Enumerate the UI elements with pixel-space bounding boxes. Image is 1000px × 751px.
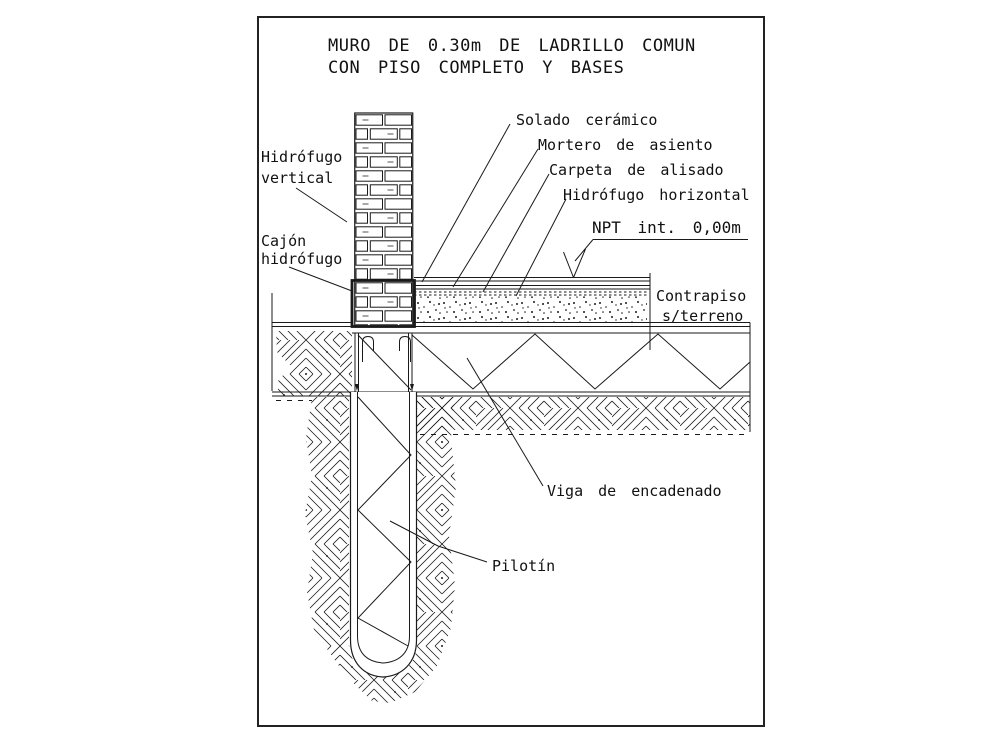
label-contrapiso-line1: Contrapiso <box>656 287 746 305</box>
soil-hatch-around-pile <box>305 397 456 703</box>
soil-hatch-right-band <box>417 397 750 430</box>
label-hidrofugo-vertical-line1: Hidrófugo <box>261 148 342 166</box>
drawing-border <box>257 16 765 727</box>
leader-cajon-hidrofugo <box>288 266 353 292</box>
brick-wall <box>354 112 414 328</box>
leader-viga <box>466 357 544 487</box>
leader-mortero <box>452 148 539 288</box>
leader-carpeta <box>482 173 550 293</box>
label-hidrofugo-vertical-line2: vertical <box>261 169 333 187</box>
beam-side-lines <box>354 333 413 392</box>
leader-hidrofugo-vertical <box>295 187 348 223</box>
label-hidrofugo-horizontal: Hidrófugo horizontal <box>563 186 750 204</box>
label-carpeta: Carpeta de alisado <box>549 161 724 179</box>
cajon-hidrofugo-box <box>350 279 416 328</box>
horizontal-waterproofing-dashed-lines <box>414 291 648 296</box>
ground-and-slab-lines <box>272 322 750 397</box>
leader-hidrofugo-horizontal <box>515 198 567 297</box>
rebar-end-marks <box>355 384 414 391</box>
label-mortero: Mortero de asiento <box>538 136 713 154</box>
leader-pilotin <box>389 520 488 563</box>
rebar-hooks <box>362 335 411 362</box>
soil-hatch-left-band <box>276 331 352 396</box>
leader-solado <box>421 123 511 283</box>
label-npt: NPT int. 0,00m <box>592 218 741 237</box>
pile-zigzag-reinforcement <box>357 396 412 647</box>
label-cajon-line1: Cajón <box>261 232 306 250</box>
drawing-title-line1: MURO DE 0.30m DE LADRILLO COMUN <box>328 36 696 56</box>
label-cajon-line2: hidrófugo <box>261 250 342 268</box>
drawing-title-line2: CON PISO COMPLETO Y BASES <box>328 58 624 78</box>
beam-band-zigzag <box>411 333 751 390</box>
npt-leader-arrow <box>563 239 594 278</box>
label-viga: Viga de encadenado <box>547 482 722 500</box>
label-pilotin: Pilotín <box>492 557 555 575</box>
beam-diagonal <box>357 334 412 391</box>
floor-finish-layer-lines <box>414 277 650 290</box>
contrapiso-stipple-band <box>414 296 647 322</box>
label-contrapiso-line2: s/terreno <box>662 307 743 325</box>
label-solado: Solado cerámico <box>516 111 657 129</box>
